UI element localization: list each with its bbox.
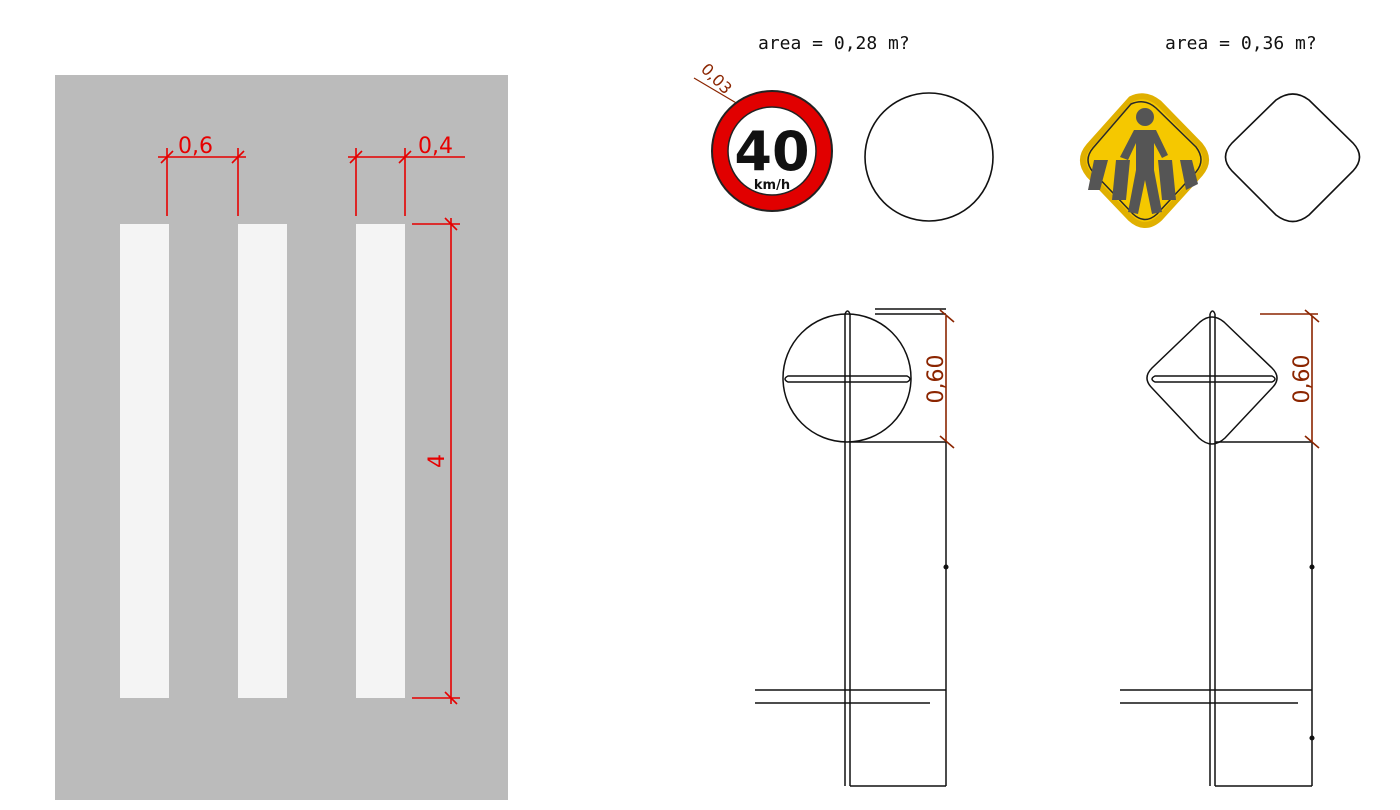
dimension-bar-width: [158, 148, 246, 216]
speed-limit-unit: km/h: [754, 178, 790, 193]
pedestrian-sign-area-label: area = 0,36 m?: [1165, 33, 1317, 54]
pedestrian-sign-group: area = 0,36 m?: [1080, 33, 1361, 228]
dimension-bar-width-label: 0,6: [178, 134, 213, 159]
border-thickness-label: 0,03: [697, 59, 736, 98]
speed-sign-height-label: 0,60: [924, 355, 949, 404]
speed-limit-sign: 40 km/h: [711, 90, 833, 212]
crosswalk-plan: 0,6 0,4 4: [55, 75, 508, 800]
dimension-stripe-length: [412, 217, 460, 705]
dimension-gap-width-label: 0,4: [418, 134, 453, 159]
dimension-stripe-length-label: 4: [425, 454, 450, 468]
pedestrian-sign-elevation: [1120, 310, 1315, 787]
crosswalk-stripe: [238, 224, 287, 698]
sign-plate-side-circle: [782, 313, 912, 443]
dimension-gap-width: [348, 148, 465, 216]
circular-sign-outline: [864, 92, 994, 222]
speed-sign-height-dimension: [939, 309, 955, 449]
sign-plate-side-diamond: [1146, 316, 1278, 445]
pedestrian-crossing-icon: [1080, 93, 1209, 228]
speed-limit-sign-group: area = 0,28 m? 0,03 40 km/h: [693, 33, 994, 222]
speed-limit-value: 40: [734, 120, 809, 183]
crosswalk-stripe: [356, 224, 405, 698]
speed-sign-elevation: [755, 308, 949, 787]
crosswalk-stripe: [120, 224, 169, 698]
border-thickness-dimension: [693, 77, 739, 105]
speed-sign-area-label: area = 0,28 m?: [758, 33, 910, 54]
diamond-sign-outline: [1224, 93, 1361, 223]
pedestrian-sign-height-dimension: [1260, 309, 1320, 449]
pedestrian-sign-height-label: 0,60: [1290, 355, 1315, 404]
